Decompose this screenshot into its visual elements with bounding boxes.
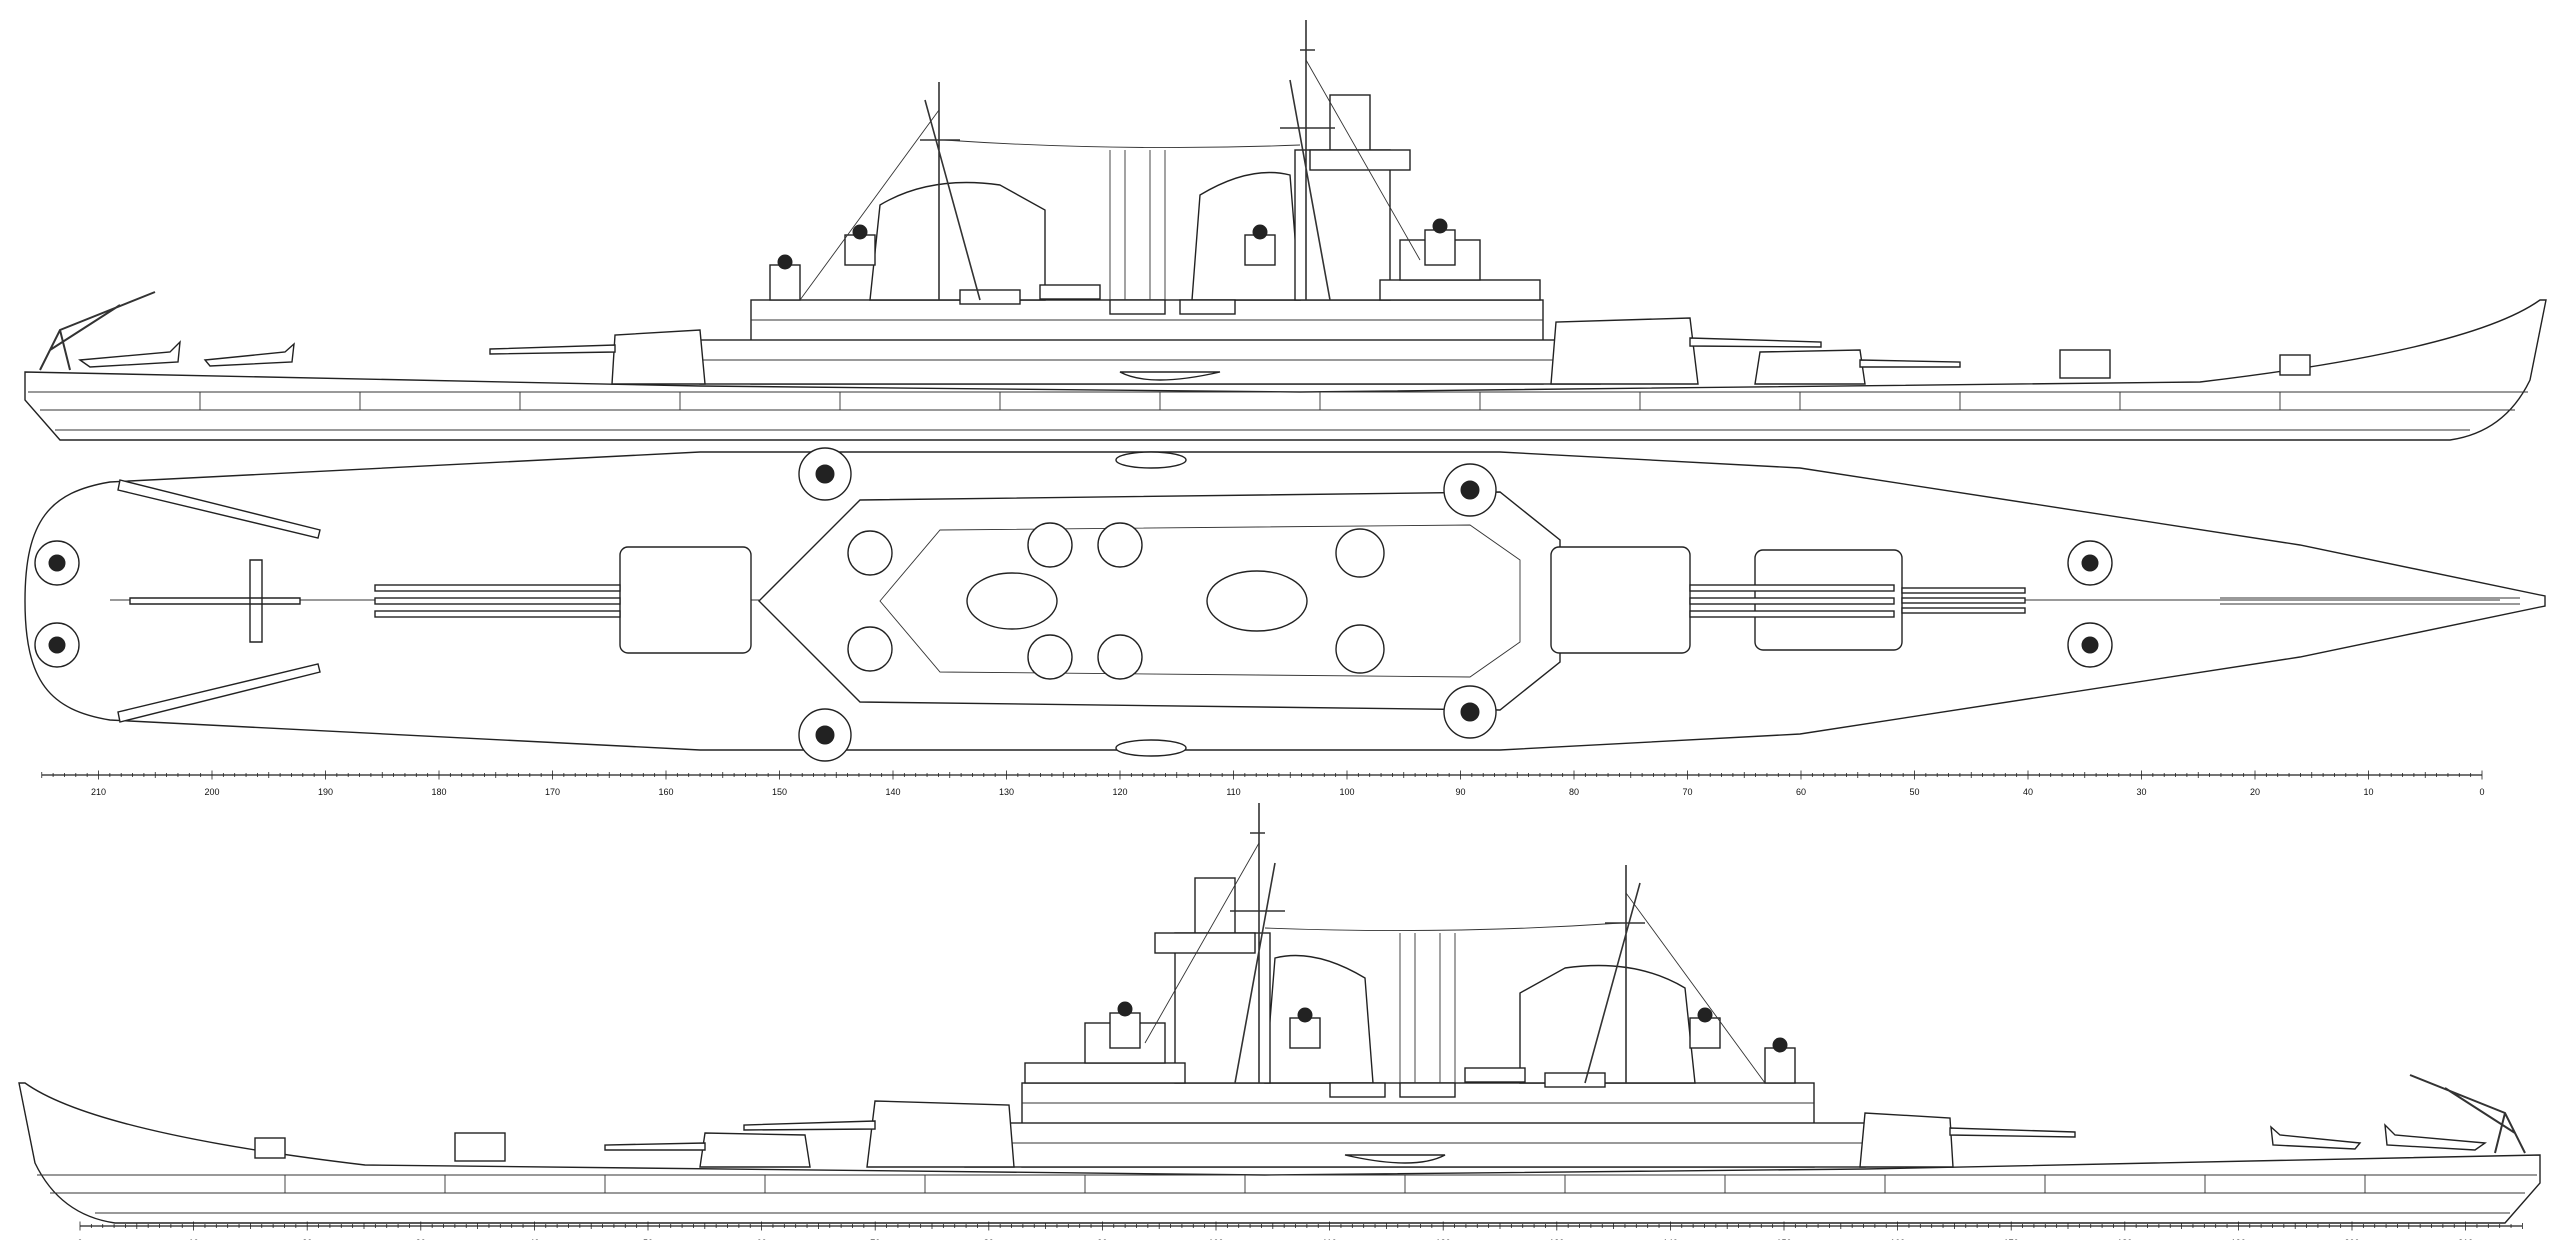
scale-bar-bottom: 0 10 20 30 40 50 60 70 80 90 100 110 120 130 140 150 160… bbox=[77, 1221, 2523, 1240]
scale-tick-label: 90 bbox=[1455, 787, 1465, 797]
scale-tick-label: 90 bbox=[1097, 1238, 1107, 1240]
scale-tick-label: 130 bbox=[1549, 1238, 1564, 1240]
scale-tick-label: 0 bbox=[77, 1238, 82, 1240]
scale-tick-label: 40 bbox=[529, 1238, 539, 1240]
starboard-profile-view bbox=[24, 19, 2547, 441]
scale-tick-label: 10 bbox=[189, 1238, 199, 1240]
scale-tick-label: 80 bbox=[984, 1238, 994, 1240]
scale-tick-label: 60 bbox=[1796, 787, 1806, 797]
scale-tick-label: 180 bbox=[431, 787, 446, 797]
scale-tick-label: 100 bbox=[1339, 787, 1354, 797]
scale-tick-label: 110 bbox=[1226, 787, 1240, 797]
scale-tick-label: 80 bbox=[1569, 787, 1579, 797]
scale-tick-label: 200 bbox=[2344, 1238, 2359, 1240]
scale-tick-label: 210 bbox=[91, 787, 106, 797]
scale-tick-label: 10 bbox=[2363, 787, 2373, 797]
scale-tick-label: 50 bbox=[1909, 787, 1919, 797]
scale-tick-label: 200 bbox=[204, 787, 219, 797]
scale-tick-label: 60 bbox=[757, 1238, 767, 1240]
superstructure-plan bbox=[758, 491, 1561, 711]
turret-2-plan bbox=[1550, 546, 1691, 654]
turret-3-plan bbox=[619, 546, 752, 654]
aircraft-plan bbox=[117, 479, 321, 723]
scale-tick-label: 140 bbox=[885, 787, 900, 797]
scale-tick-label: 140 bbox=[1663, 1238, 1678, 1240]
scale-tick-label: 160 bbox=[1890, 1238, 1905, 1240]
aft-funnel-plan bbox=[966, 572, 1058, 630]
port-profile-view bbox=[18, 802, 2541, 1224]
forward-funnel-plan bbox=[1206, 570, 1308, 632]
scale-tick-label: 0 bbox=[2479, 787, 2484, 797]
scale-tick-label: 110 bbox=[1322, 1238, 1336, 1240]
scale-tick-label: 180 bbox=[2117, 1238, 2132, 1240]
scale-tick-label: 120 bbox=[1436, 1238, 1451, 1240]
scale-tick-label: 120 bbox=[1112, 787, 1127, 797]
scale-tick-label: 40 bbox=[2023, 787, 2033, 797]
scale-tick-label: 160 bbox=[658, 787, 673, 797]
scale-tick-label: 150 bbox=[772, 787, 787, 797]
scale-tick-label: 20 bbox=[2250, 787, 2260, 797]
scale-tick-label: 190 bbox=[318, 787, 333, 797]
scale-tick-label: 190 bbox=[2231, 1238, 2246, 1240]
gun-mounts bbox=[34, 447, 2113, 762]
scale-tick-label: 30 bbox=[416, 1238, 426, 1240]
scale-tick-label: 170 bbox=[545, 787, 560, 797]
scale-tick-label: 130 bbox=[999, 787, 1014, 797]
scale-tick-label: 100 bbox=[1208, 1238, 1223, 1240]
scale-tick-label: 150 bbox=[1776, 1238, 1791, 1240]
scale-tick-label: 170 bbox=[2004, 1238, 2019, 1240]
scale-tick-label: 50 bbox=[643, 1238, 653, 1240]
scale-tick-label: 30 bbox=[2136, 787, 2146, 797]
scale-tick-label: 20 bbox=[302, 1238, 312, 1240]
plan-view bbox=[24, 447, 2546, 762]
scale-tick-label: 70 bbox=[1682, 787, 1692, 797]
scale-tick-label: 210 bbox=[2458, 1238, 2473, 1240]
scale-tick-label: 70 bbox=[870, 1238, 880, 1240]
